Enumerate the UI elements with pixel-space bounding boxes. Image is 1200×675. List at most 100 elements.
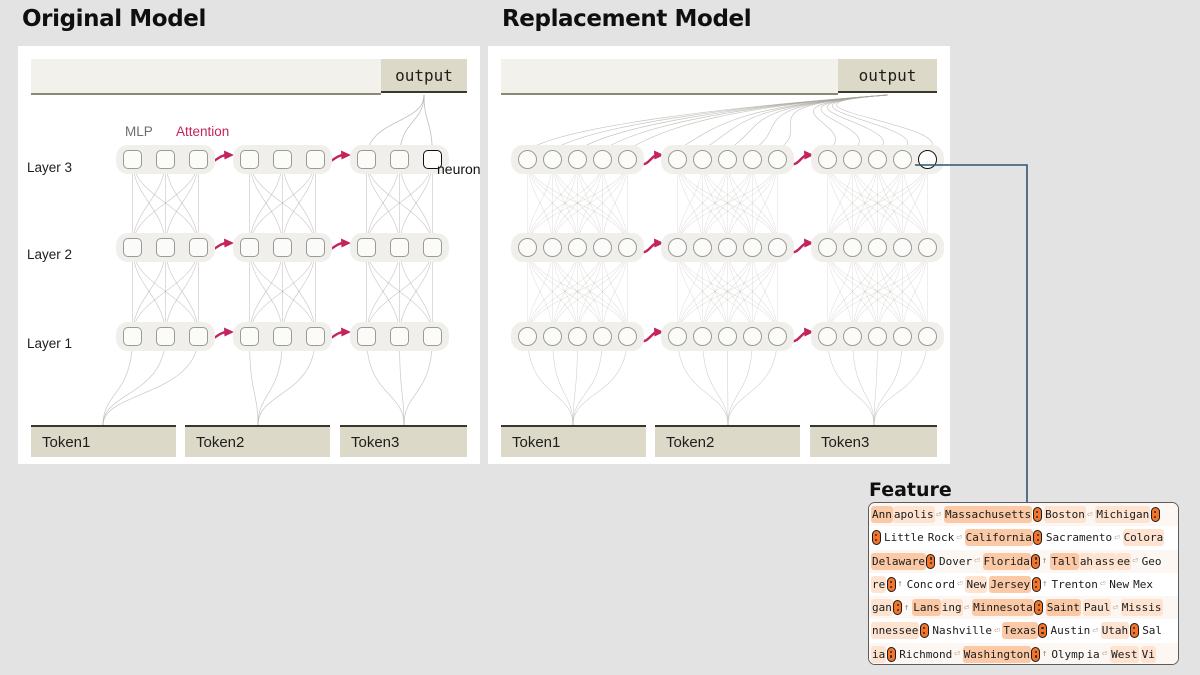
feature-token: Missis — [1120, 599, 1163, 617]
model-node — [390, 326, 409, 346]
model-node — [693, 237, 712, 257]
activation-capsule-icon — [1129, 623, 1139, 639]
feature-token: New — [965, 575, 988, 593]
feature-token: ⏎ — [1092, 625, 1098, 636]
feature-token: Olymp — [1051, 647, 1085, 661]
feature-token: ⏎ — [954, 649, 960, 660]
activation-capsule-icon — [919, 623, 929, 639]
activation-capsule-icon — [893, 600, 903, 616]
feature-token: ↑ — [1041, 556, 1048, 567]
activation-capsule-icon — [871, 530, 881, 546]
token-box-1[interactable]: Token1 — [501, 425, 646, 457]
feature-token: ↑ — [903, 602, 910, 613]
model-node — [593, 237, 612, 257]
feature-token: ⏎ — [1101, 649, 1108, 660]
token-box-1[interactable]: Token1 — [31, 425, 176, 457]
token-box-3[interactable]: Token3 — [810, 425, 937, 457]
feature-token: Conc — [906, 577, 934, 591]
feature-token: Geo — [1141, 554, 1162, 568]
feature-token: gan — [871, 599, 893, 617]
activation-capsule-icon — [1033, 530, 1043, 546]
model-node — [518, 237, 537, 257]
model-node — [743, 326, 762, 346]
model-node — [357, 149, 376, 169]
model-node — [568, 237, 587, 257]
highlighted-neuron[interactable] — [423, 149, 442, 169]
feature-token: ⏎ — [1086, 509, 1093, 520]
model-node — [693, 149, 712, 169]
feature-token: re — [871, 575, 887, 593]
feature-token: Rock — [927, 531, 955, 545]
model-node — [189, 149, 208, 169]
model-node — [818, 326, 837, 346]
model-node — [718, 326, 737, 346]
feature-token: Ann — [871, 506, 893, 524]
highlighted-feature-node[interactable] — [918, 149, 937, 169]
model-node — [718, 149, 737, 169]
model-node — [156, 237, 175, 257]
model-node — [240, 326, 259, 346]
model-node — [543, 237, 562, 257]
feature-token: apolis — [892, 506, 935, 524]
model-node — [918, 237, 937, 257]
activation-capsule-icon — [886, 646, 896, 662]
model-node — [306, 149, 325, 169]
token-box-3[interactable]: Token3 — [340, 425, 467, 457]
model-node — [668, 237, 687, 257]
model-node — [818, 237, 837, 257]
activation-capsule-icon — [1032, 507, 1042, 523]
feature-token: nnessee — [871, 622, 920, 640]
model-node — [156, 149, 175, 169]
feature-example-row: Little Rock⏎ California Sacramento⏎ Colo… — [869, 526, 1178, 550]
output-box-original[interactable]: output — [381, 59, 467, 93]
model-node — [818, 149, 837, 169]
feature-token: ⏎ — [963, 602, 970, 613]
model-node — [843, 326, 862, 346]
feature-token: Mex — [1133, 577, 1154, 591]
model-node — [240, 149, 259, 169]
activation-capsule-icon — [926, 553, 936, 569]
feature-token: ord — [935, 577, 956, 591]
feature-token: ee — [1115, 552, 1132, 570]
model-node — [123, 237, 142, 257]
activation-capsule-icon — [1031, 553, 1041, 569]
output-box-replacement[interactable]: output — [838, 59, 937, 93]
activation-capsule-icon — [1031, 576, 1041, 592]
feature-token: ⏎ — [1132, 556, 1138, 567]
output-rule-replacement — [501, 93, 838, 95]
model-node — [893, 237, 912, 257]
output-strip-original — [31, 59, 381, 93]
feature-token: New — [1109, 577, 1130, 591]
model-node — [518, 326, 537, 346]
neuron-callout-label: neuron — [437, 161, 481, 177]
model-node — [868, 237, 887, 257]
feature-token: ass — [1094, 552, 1116, 570]
feature-token: ↑ — [1041, 649, 1048, 660]
model-node — [543, 326, 562, 346]
model-node — [568, 326, 587, 346]
model-node — [618, 237, 637, 257]
model-node — [156, 326, 175, 346]
model-node — [390, 237, 409, 257]
feature-token: Boston — [1044, 506, 1086, 524]
layer-label-2: Layer 2 — [27, 247, 73, 262]
model-node — [768, 326, 787, 346]
token-box-2[interactable]: Token2 — [185, 425, 330, 457]
model-node — [768, 237, 787, 257]
feature-token: Michigan — [1095, 506, 1151, 524]
feature-token: Saint — [1045, 599, 1081, 617]
replacement-model-diagram: output Token1 Token2 Token3 — [488, 46, 950, 464]
layer-label-3: Layer 3 — [27, 160, 73, 175]
model-node — [518, 149, 537, 169]
feature-token: Tall — [1050, 552, 1079, 570]
output-rule-original — [31, 93, 381, 95]
feature-token: Dover — [938, 554, 973, 568]
token-box-2[interactable]: Token2 — [655, 425, 800, 457]
activation-capsule-icon — [1034, 600, 1044, 616]
model-node — [240, 237, 259, 257]
model-node — [543, 149, 562, 169]
